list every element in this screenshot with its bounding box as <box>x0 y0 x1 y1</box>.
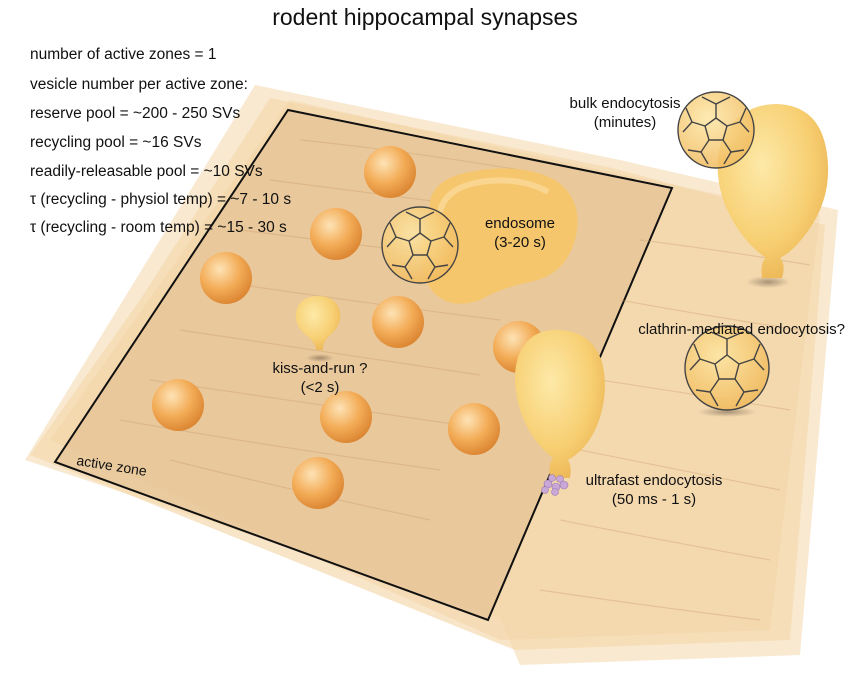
endosome <box>420 168 578 304</box>
vesicle <box>372 296 424 348</box>
label-ultrafast-endocytosis: ultrafast endocytosis (50 ms - 1 s) <box>574 471 734 509</box>
label-bulk-endocytosis: bulk endocytosis (minutes) <box>550 94 700 132</box>
synaptic-vesicles <box>152 146 545 509</box>
dynamin-beads <box>541 474 569 496</box>
kiss-and-run-vesicle <box>295 296 341 362</box>
label-endosome-line2: (3-20 s) <box>494 234 546 251</box>
label-kiss-line1: kiss-and-run ? <box>272 360 368 377</box>
vesicle <box>152 379 204 431</box>
label-ultrafast-line2: (50 ms - 1 s) <box>611 491 697 508</box>
stat-tau-physiol: τ (recycling - physiol temp) = ~7 - 10 s <box>30 191 292 208</box>
clathrin-cage-bulk <box>677 91 755 169</box>
label-bulk-line1: bulk endocytosis <box>569 95 681 112</box>
label-endosome: endosome (3-20 s) <box>470 214 570 252</box>
stat-reserve-pool: reserve pool = ~200 - 250 SVs <box>30 105 241 122</box>
label-bulk-line2: (minutes) <box>593 114 657 131</box>
stat-readily-releasable-pool: readily-releasable pool = ~10 SVs <box>30 163 263 180</box>
stat-vesicle-header: vesicle number per active zone: <box>30 76 248 93</box>
vesicle <box>320 391 372 443</box>
diagram-title: rodent hippocampal synapses <box>272 4 578 30</box>
clathrin-coated-vesicle <box>684 325 770 417</box>
vesicle <box>364 146 416 198</box>
stat-tau-room: τ (recycling - room temp) = ~15 - 30 s <box>30 219 287 236</box>
label-kiss-line2: (<2 s) <box>300 379 340 396</box>
vesicle <box>310 208 362 260</box>
clathrin-cage-endosome <box>381 206 459 284</box>
vesicle <box>292 457 344 509</box>
label-clathrin-mediated: clathrin-mediated endocytosis? <box>638 321 845 338</box>
label-kiss-and-run: kiss-and-run ? (<2 s) <box>260 359 380 397</box>
stat-active-zones: number of active zones = 1 <box>30 46 217 63</box>
label-ultrafast-line1: ultrafast endocytosis <box>585 472 723 489</box>
label-endosome-line1: endosome <box>484 215 556 232</box>
vesicle <box>448 403 500 455</box>
stat-recycling-pool: recycling pool = ~16 SVs <box>30 134 202 151</box>
ultrafast-endocytosis-bulb <box>515 329 605 496</box>
vesicle <box>200 252 252 304</box>
